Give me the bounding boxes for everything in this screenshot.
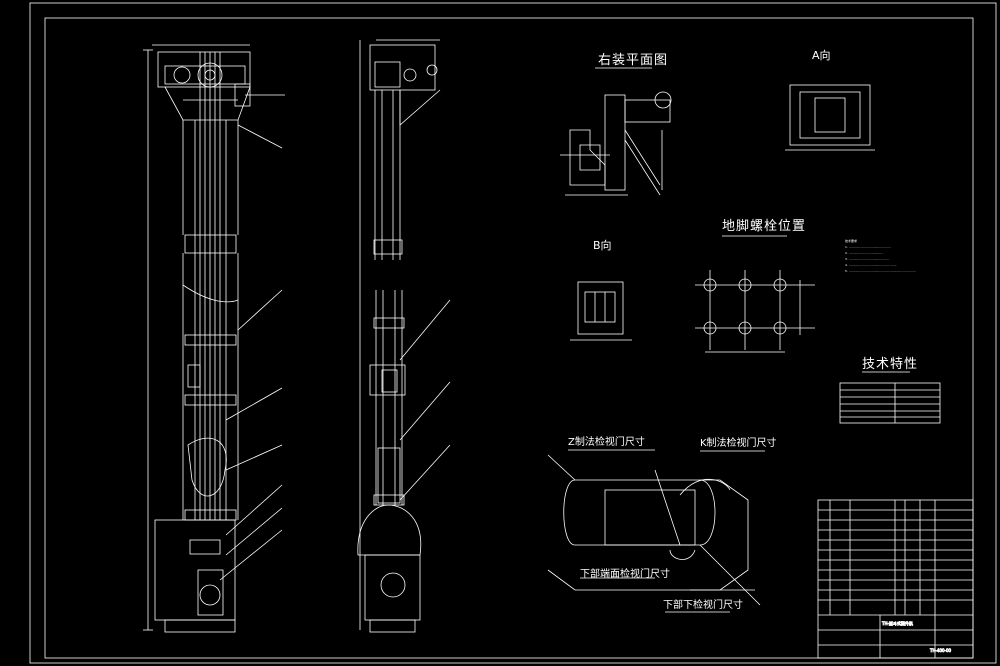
- tech-spec-title: 技术特性: [862, 357, 919, 372]
- view-b-title: B向: [593, 239, 612, 252]
- z-door-label: Z制法检视门尺寸: [568, 437, 645, 448]
- view-a-title: A向: [812, 49, 831, 62]
- technical-notes: 技术要求 1. ................................…: [845, 238, 916, 274]
- note-line: 1. .....................................…: [845, 245, 891, 249]
- lower-door-label: 下部下检视门尺寸: [663, 600, 743, 611]
- view-a: [785, 84, 875, 151]
- front-elevation-view: [143, 44, 285, 633]
- note-line: 2. ....................................: [845, 251, 884, 255]
- inner-border: [44, 17, 974, 659]
- note-line: 3. .....................................…: [845, 257, 889, 261]
- title-block: TH-型斗式提升机 TH-400-00: [817, 499, 974, 659]
- note-line: 4. .....................................…: [845, 263, 897, 267]
- side-elevation-view: [357, 39, 451, 633]
- note-line: 5. .....................................…: [845, 269, 916, 273]
- bolt-position-title: 地脚螺栓位置: [722, 219, 807, 234]
- k-door-label: K制法检视门尺寸: [700, 438, 777, 449]
- title-block-name: TH-型斗式提升机: [881, 620, 913, 626]
- tech-spec-table: [839, 371, 941, 424]
- right-plan-view: [560, 67, 672, 196]
- outer-border: [29, 2, 997, 664]
- inspection-door-views: [547, 449, 765, 613]
- right-plan-title: 右装平面图: [598, 53, 669, 68]
- view-b: [570, 281, 632, 341]
- lower-end-door-label: 下部端面检视门尺寸: [580, 569, 670, 580]
- note-line: 技术要求: [845, 239, 858, 243]
- title-block-number: TH-400-00: [929, 648, 952, 653]
- bolt-position-view: [695, 235, 815, 353]
